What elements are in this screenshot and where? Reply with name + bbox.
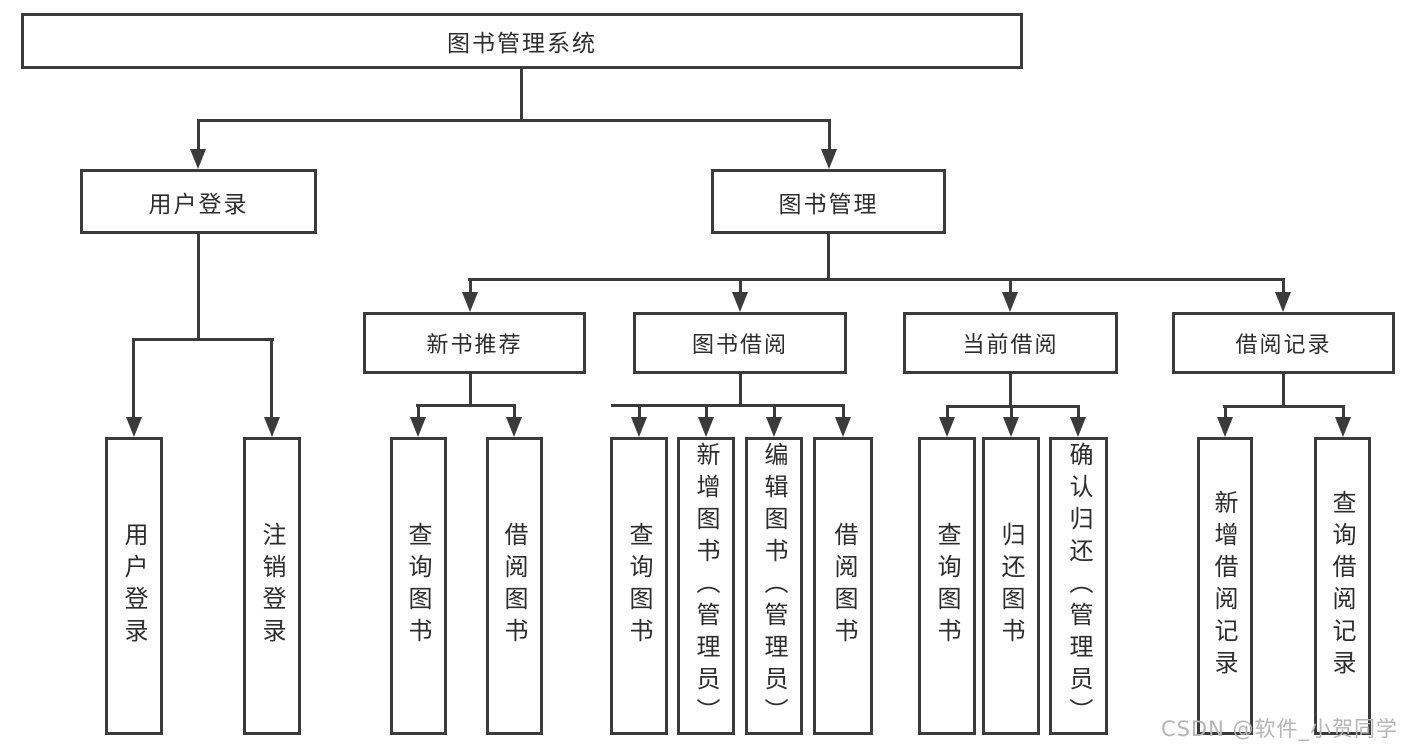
connector-line: [416, 404, 516, 407]
connector-line: [773, 407, 776, 417]
arrow-down-icon: [126, 417, 142, 437]
arrow-down-icon: [698, 417, 714, 437]
connector-line: [842, 407, 845, 417]
arrow-down-icon: [821, 149, 837, 169]
leaf-edit-book-admin: 编辑图书（管理员）: [745, 437, 803, 735]
leaf-return-book: 归还图书: [982, 437, 1040, 735]
connector-line: [828, 122, 831, 150]
connector-line: [1223, 405, 1345, 408]
connector-line: [132, 341, 135, 418]
connector-line: [827, 234, 830, 278]
connector-line: [132, 338, 274, 341]
arrow-down-icon: [732, 292, 748, 312]
connector-line: [739, 374, 742, 404]
node-book-management: 图书管理: [711, 169, 946, 234]
connector-line: [1077, 408, 1080, 417]
arrow-down-icon: [1217, 417, 1233, 437]
leaf-query-borrow-record: 查询借阅记录: [1314, 437, 1371, 735]
arrow-down-icon: [835, 417, 851, 437]
connector-line: [270, 341, 273, 418]
node-borrow-records: 借阅记录: [1172, 312, 1395, 374]
connector-line: [705, 407, 708, 417]
arrow-down-icon: [631, 417, 647, 437]
watermark-text: CSDN @软件_小贺同学: [1160, 717, 1398, 741]
connector-line: [611, 404, 845, 407]
connector-line: [1282, 281, 1285, 292]
connector-line: [638, 407, 641, 417]
arrow-down-icon: [766, 417, 782, 437]
node-new-book-recommend: 新书推荐: [363, 312, 586, 374]
leaf-add-borrow-record: 新增借阅记录: [1197, 437, 1253, 735]
node-library-system: 图书管理系统: [21, 13, 1023, 69]
connector-line: [469, 281, 472, 292]
arrow-down-icon: [939, 417, 955, 437]
leaf-query-books-borrow: 查询图书: [610, 437, 668, 735]
node-current-borrowing: 当前借阅: [903, 312, 1118, 374]
node-user-login: 用户登录: [80, 169, 317, 234]
connector-line: [739, 281, 742, 292]
connector-line: [513, 407, 516, 417]
arrow-down-icon: [462, 292, 478, 312]
node-book-borrowing: 图书借阅: [633, 312, 847, 374]
connector-line: [1282, 374, 1285, 405]
leaf-logout: 注销登录: [243, 437, 301, 735]
leaf-borrow-books-recommend: 借阅图书: [486, 437, 543, 735]
connector-line: [197, 119, 831, 122]
arrow-down-icon: [1002, 292, 1018, 312]
arrow-down-icon: [264, 417, 280, 437]
leaf-add-book-admin: 新增图书（管理员）: [677, 437, 735, 735]
arrow-down-icon: [190, 149, 206, 169]
arrow-down-icon: [1070, 417, 1086, 437]
arrow-down-icon: [1275, 292, 1291, 312]
arrow-down-icon: [1335, 417, 1351, 437]
connector-line: [946, 408, 949, 417]
arrow-down-icon: [410, 417, 426, 437]
connector-line: [1010, 408, 1013, 417]
connector-line: [468, 278, 1285, 281]
connector-line: [946, 405, 1080, 408]
connector-line: [197, 234, 200, 338]
connector-line: [520, 69, 523, 119]
connector-line: [1009, 281, 1012, 292]
connector-line: [417, 407, 420, 417]
arrow-down-icon: [1003, 417, 1019, 437]
connector-line: [197, 122, 200, 150]
leaf-user-login: 用户登录: [105, 437, 163, 735]
connector-line: [1224, 408, 1227, 417]
arrow-down-icon: [506, 417, 522, 437]
leaf-borrow-books: 借阅图书: [813, 437, 873, 735]
connector-line: [469, 374, 472, 404]
leaf-query-books-current: 查询图书: [918, 437, 976, 735]
connector-line: [1342, 408, 1345, 417]
connector-line: [1009, 374, 1012, 405]
leaf-query-books-recommend: 查询图书: [390, 437, 447, 735]
leaf-confirm-return-admin: 确认归还（管理员）: [1049, 437, 1108, 735]
